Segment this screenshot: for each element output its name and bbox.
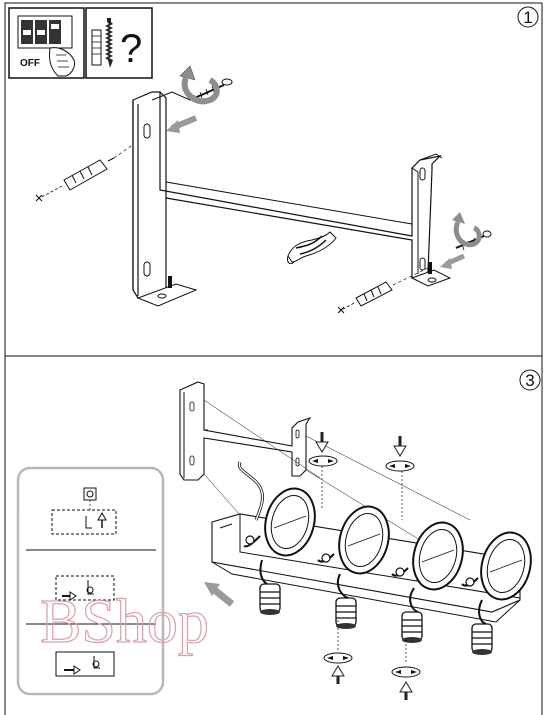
supply-cable xyxy=(239,462,262,520)
top-ring-left xyxy=(309,456,337,510)
wall-plug-question-icon: ? xyxy=(86,8,152,78)
svg-text:BShop: BShop xyxy=(40,588,209,656)
top-down-arrow-right-icon xyxy=(394,436,406,456)
detail-inset xyxy=(18,468,163,694)
insert-arrow-icon xyxy=(166,118,196,133)
switch-off-icon: OFF xyxy=(9,8,84,78)
step-1-panel: 1 OFF ? xyxy=(5,3,542,356)
svg-text:OFF: OFF xyxy=(20,58,40,69)
bottom-up-arrow-left-icon xyxy=(332,666,344,684)
watermark: BShop xyxy=(40,588,209,656)
step-1-number: 1 xyxy=(518,7,538,27)
wires-icon xyxy=(287,232,336,264)
svg-text:3: 3 xyxy=(525,371,534,390)
top-down-arrow-left-icon xyxy=(316,432,328,452)
step-3-number: 3 xyxy=(520,370,540,390)
svg-text:?: ? xyxy=(120,27,142,71)
bottom-up-arrow-right-icon xyxy=(400,682,412,700)
insert-arrow-right-icon xyxy=(440,256,464,269)
svg-text:1: 1 xyxy=(523,8,532,27)
bottom-ring-right xyxy=(392,640,420,677)
step-3-panel: 3 xyxy=(5,356,542,715)
top-ring-right xyxy=(386,461,414,520)
